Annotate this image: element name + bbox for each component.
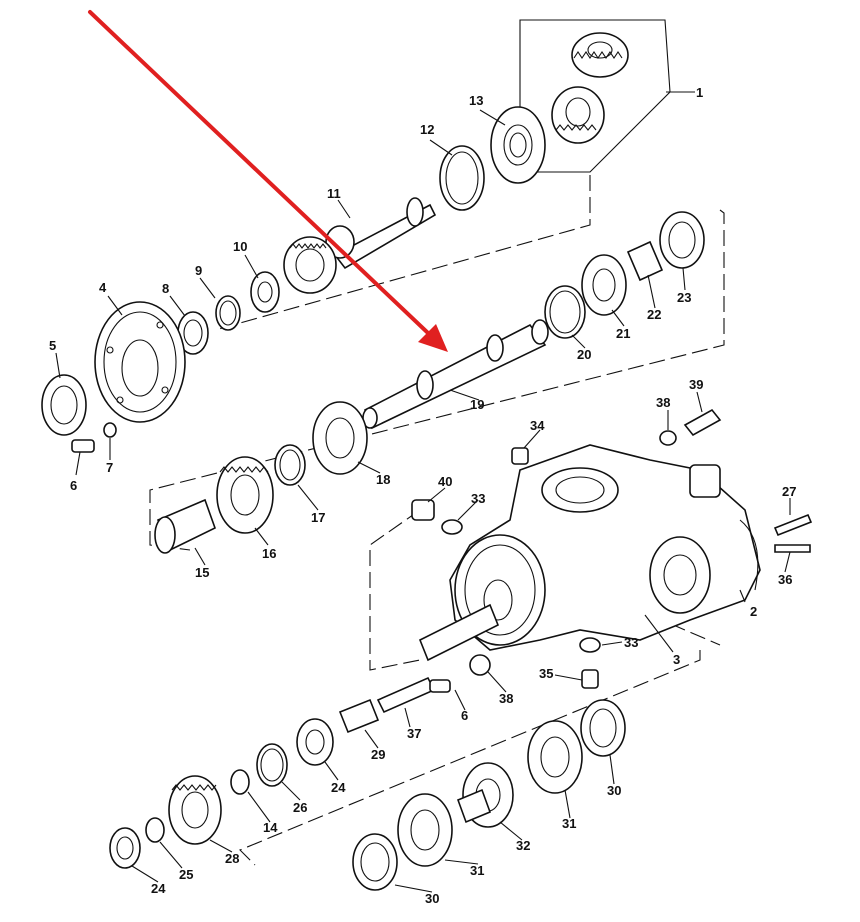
callout-28: 28 xyxy=(225,851,239,866)
right-shaft-parts xyxy=(544,211,705,339)
callout-27: 27 xyxy=(782,484,796,499)
callout-32: 32 xyxy=(516,838,530,853)
main-shaft-19 xyxy=(362,319,549,430)
callout-31: 31 xyxy=(562,816,576,831)
callout-14: 14 xyxy=(263,820,278,835)
callout-5: 5 xyxy=(49,338,56,353)
callout-6: 6 xyxy=(461,708,468,723)
callout-20: 20 xyxy=(577,347,591,362)
callout-13: 13 xyxy=(469,93,483,108)
lower-left-gear-group xyxy=(154,401,368,554)
callout-labels: 1 2 3 4 5 6 6 7 8 9 10 11 12 13 14 15 16… xyxy=(49,85,796,906)
callout-30: 30 xyxy=(607,783,621,798)
callout-22: 22 xyxy=(647,307,661,322)
callout-24: 24 xyxy=(151,881,166,896)
callout-18: 18 xyxy=(376,472,390,487)
ring-and-bearing-upper xyxy=(439,106,546,211)
cover-plate-group xyxy=(41,301,186,453)
callout-30: 30 xyxy=(425,891,439,906)
callout-12: 12 xyxy=(420,122,434,137)
callout-10: 10 xyxy=(233,239,247,254)
callout-26: 26 xyxy=(293,800,307,815)
red-pointer-arrow xyxy=(88,10,448,352)
callout-23: 23 xyxy=(677,290,691,305)
callout-40: 40 xyxy=(438,474,452,489)
callout-21: 21 xyxy=(616,326,630,341)
callout-15: 15 xyxy=(195,565,209,580)
callout-4: 4 xyxy=(99,280,107,295)
upper-shaft-group xyxy=(177,197,437,355)
callout-39: 39 xyxy=(689,377,703,392)
callout-8: 8 xyxy=(162,281,169,296)
callout-11: 11 xyxy=(327,186,341,201)
bottom-right-gear-row xyxy=(352,699,626,891)
gearbox-housing xyxy=(418,444,761,662)
callout-33: 33 xyxy=(471,491,485,506)
callout-37: 37 xyxy=(407,726,421,741)
callout-29: 29 xyxy=(371,747,385,762)
callout-35: 35 xyxy=(539,666,553,681)
callout-34: 34 xyxy=(530,418,545,433)
inset-bevel-gears xyxy=(519,19,695,173)
callout-38: 38 xyxy=(499,691,513,706)
callout-9: 9 xyxy=(195,263,202,278)
callout-16: 16 xyxy=(262,546,276,561)
callout-19: 19 xyxy=(470,397,484,412)
callout-3: 3 xyxy=(673,652,680,667)
callout-33: 33 xyxy=(624,635,638,650)
callout-24: 24 xyxy=(331,780,346,795)
callout-31: 31 xyxy=(470,863,484,878)
callout-leader-lines xyxy=(55,109,791,893)
callout-7: 7 xyxy=(106,460,113,475)
callout-38: 38 xyxy=(656,395,670,410)
callout-25: 25 xyxy=(179,867,193,882)
callout-6: 6 xyxy=(70,478,77,493)
callout-2: 2 xyxy=(750,604,757,619)
bottom-left-gear-row xyxy=(109,698,380,869)
small-fasteners xyxy=(376,408,813,714)
callout-36: 36 xyxy=(778,572,792,587)
callout-1: 1 xyxy=(696,85,703,100)
callout-17: 17 xyxy=(311,510,325,525)
